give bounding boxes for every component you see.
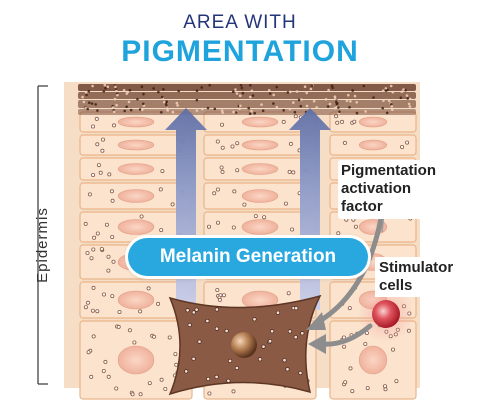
- cell-nucleus: [117, 116, 155, 128]
- cell-nucleus: [117, 290, 155, 310]
- epidermal-cell: [203, 157, 317, 181]
- epidermal-cell: [79, 281, 193, 319]
- epidermal-cell: [203, 111, 317, 133]
- callout-line: Stimulator: [379, 259, 454, 276]
- pigment-band: [78, 109, 416, 115]
- epidermal-cell: [203, 134, 317, 156]
- cell-nucleus: [241, 116, 279, 128]
- pigmentation-activation-factor-callout: Pigmentation activation factor: [338, 160, 442, 219]
- upward-arrow-right: [289, 108, 331, 310]
- stimulator-cells-callout: Stimulator cells: [375, 257, 458, 297]
- signal-arrowhead-upper: [306, 312, 326, 330]
- cell-nucleus: [241, 139, 279, 151]
- epidermal-cell: [203, 182, 317, 210]
- title-line-2: PIGMENTATION: [121, 35, 359, 68]
- callout-line: activation: [341, 180, 412, 197]
- cell-nucleus: [358, 345, 388, 375]
- cell-nucleus: [117, 189, 155, 203]
- signal-arrowhead-lower: [308, 334, 326, 354]
- cell-nucleus: [358, 116, 388, 128]
- title-line-1: AREA WITH: [183, 12, 297, 33]
- cell-nucleus: [117, 163, 155, 175]
- signal-arrows: [315, 197, 387, 347]
- cell-nucleus: [241, 219, 279, 235]
- signal-arrow-upper: [315, 197, 387, 325]
- pigment-band: [78, 100, 416, 108]
- epidermal-cell: [79, 182, 193, 210]
- melanocyte-nucleus: [231, 332, 257, 358]
- epidermal-cell: [79, 134, 193, 156]
- epidermal-cell: [329, 111, 417, 133]
- cell-nucleus: [117, 219, 155, 235]
- pigment-band: [78, 92, 416, 99]
- epidermal-cell: [79, 111, 193, 133]
- callout-line: Pigmentation: [341, 162, 437, 179]
- stimulator-cell: [358, 286, 414, 342]
- epidermal-cell: [79, 157, 193, 181]
- callout-line: cells: [379, 277, 413, 294]
- epidermis-bracket: [37, 85, 48, 385]
- cell-nucleus: [241, 189, 279, 203]
- epidermis-label: Epidermis: [34, 207, 51, 283]
- upward-arrow-left: [165, 108, 207, 310]
- melanin-generation-label: Melanin Generation: [128, 238, 368, 276]
- pigment-layer: [78, 83, 416, 115]
- cell-nucleus: [358, 139, 388, 151]
- cell-nucleus: [117, 139, 155, 151]
- melanocyte-cell: [168, 294, 322, 396]
- signal-arrow-lower: [319, 323, 373, 347]
- upward-arrows: [165, 108, 331, 310]
- callout-line: factor: [341, 198, 383, 215]
- cell-nucleus: [241, 163, 279, 175]
- cell-nucleus: [117, 345, 155, 375]
- epidermal-cell: [329, 134, 417, 156]
- epidermal-cell: [79, 211, 193, 243]
